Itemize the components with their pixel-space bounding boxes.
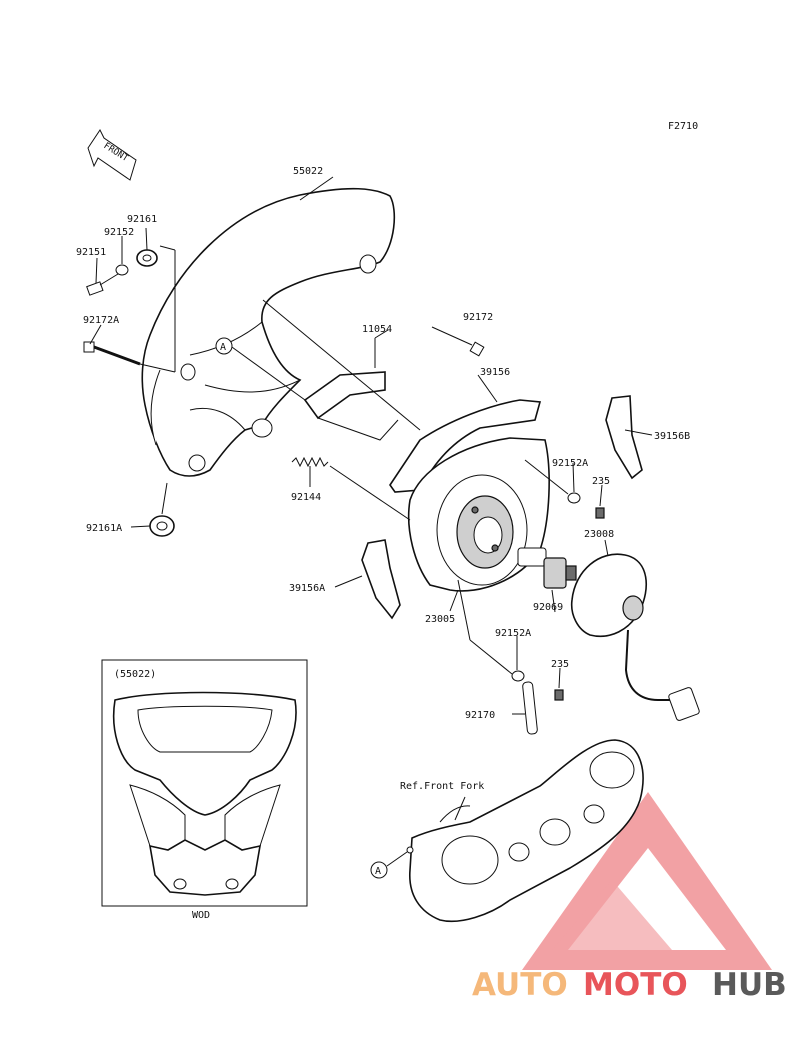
svg-text:AUTO: AUTO bbox=[472, 967, 568, 1003]
svg-text:MOTO: MOTO bbox=[583, 967, 688, 1003]
grommet-92161 bbox=[136, 249, 158, 267]
label-55022: 55022 bbox=[293, 166, 323, 177]
svg-text:A: A bbox=[375, 866, 381, 877]
washer-92152A-bottom bbox=[511, 670, 525, 682]
label-235-top: 235 bbox=[592, 476, 610, 487]
label-39156A: 39156A bbox=[289, 583, 325, 594]
watermark-logo-triangle bbox=[522, 792, 772, 970]
label-92152: 92152 bbox=[104, 227, 134, 238]
washer-92152A-top bbox=[567, 492, 581, 504]
leader-lines bbox=[89, 176, 653, 821]
bracket-92170 bbox=[522, 681, 538, 735]
label-92069: 92069 bbox=[533, 602, 563, 613]
screw-92172 bbox=[469, 341, 485, 357]
front-arrow-icon: FRONT bbox=[87, 129, 137, 181]
figure-code: F2710 bbox=[668, 121, 698, 132]
label-92151: 92151 bbox=[76, 247, 106, 258]
front-fork-clamp bbox=[406, 739, 644, 923]
bolt-92151 bbox=[86, 281, 104, 296]
bulb-92069 bbox=[517, 547, 577, 589]
callout-a-top: A bbox=[215, 337, 233, 355]
label-92161A: 92161A bbox=[86, 523, 122, 534]
svg-text:HUB: HUB bbox=[712, 967, 787, 1003]
socket-23008 bbox=[570, 553, 700, 721]
spring-92144 bbox=[291, 456, 329, 468]
headlight-housing-23005 bbox=[407, 437, 550, 592]
collar-92152 bbox=[115, 264, 129, 276]
label-23005: 23005 bbox=[425, 614, 455, 625]
inset-title: (55022) bbox=[114, 669, 156, 680]
label-39156: 39156 bbox=[480, 367, 510, 378]
label-92172: 92172 bbox=[463, 312, 493, 323]
inset-caption: WOD bbox=[192, 910, 210, 921]
callout-a-bottom: A bbox=[370, 851, 408, 879]
label-92152A-top: 92152A bbox=[552, 458, 588, 469]
bolt-92172A bbox=[83, 341, 141, 366]
cover-39156A bbox=[361, 539, 401, 620]
inset-wod-variant: (55022) WOD bbox=[101, 659, 308, 921]
label-92144: 92144 bbox=[291, 492, 321, 503]
inset-cowl-shape bbox=[112, 691, 297, 896]
svg-text:A: A bbox=[220, 342, 226, 353]
label-23008: 23008 bbox=[584, 529, 614, 540]
label-92170: 92170 bbox=[465, 710, 495, 721]
watermark-text: AUTO MOTO HUB bbox=[472, 967, 787, 1003]
label-39156B: 39156B bbox=[654, 431, 690, 442]
label-92161: 92161 bbox=[127, 214, 157, 225]
label-92152A-bottom: 92152A bbox=[495, 628, 531, 639]
label-ref-front-fork: Ref.Front Fork bbox=[400, 781, 484, 792]
cover-39156B bbox=[605, 395, 643, 480]
bolt-235-top bbox=[595, 507, 605, 519]
bolt-235-bottom bbox=[554, 689, 564, 701]
headlight-cowl bbox=[141, 187, 396, 477]
label-235-bottom: 235 bbox=[551, 659, 569, 670]
label-92172A: 92172A bbox=[83, 315, 119, 326]
bracket-11054 bbox=[303, 371, 399, 441]
grommet-92161A bbox=[149, 515, 175, 537]
label-11054: 11054 bbox=[362, 324, 392, 335]
